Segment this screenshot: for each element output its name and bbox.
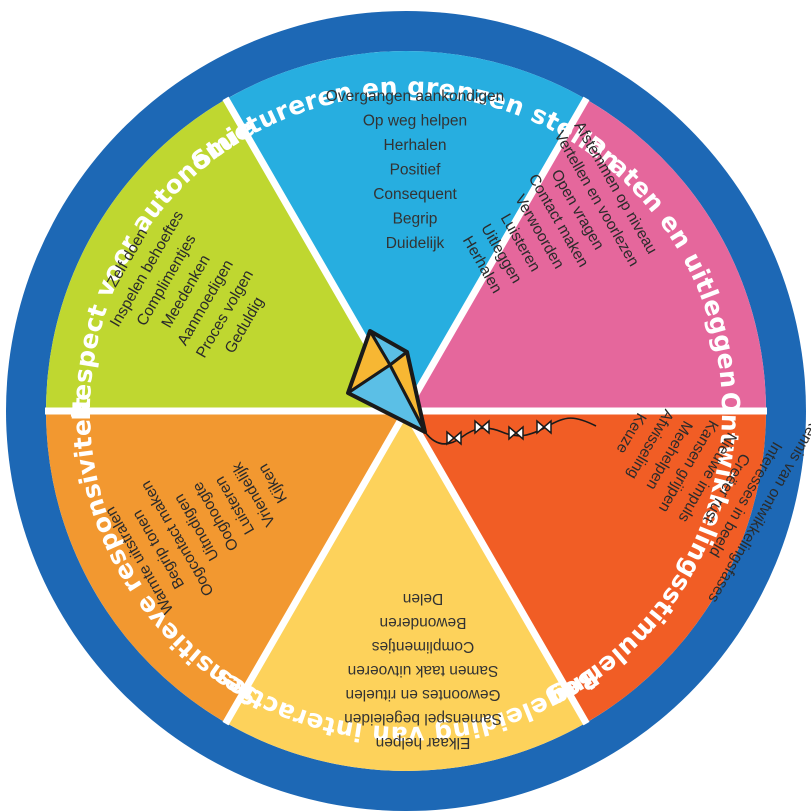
segment-development: [406, 411, 766, 723]
item-text: Positief: [390, 162, 442, 179]
item-text: Duidelijk: [386, 235, 445, 252]
item-text: Gewoontes en rituelen: [345, 686, 500, 703]
item-text: Begrip: [393, 211, 438, 228]
item-text: Complimentjes: [372, 638, 475, 655]
item-text: Op weg helpen: [363, 113, 467, 130]
segment-interactions: [226, 411, 586, 771]
segment-sensitivity: [46, 411, 406, 723]
segment-divider: [402, 96, 590, 413]
item-text: Delen: [403, 590, 444, 607]
segment-divider: [222, 409, 410, 726]
item-text: Herhalen: [384, 137, 447, 154]
segment-structure: [226, 50, 586, 411]
segment-wedges: [46, 50, 766, 771]
kite-tail-bows: [446, 419, 552, 446]
item-text: Bewonderen: [379, 614, 466, 631]
segment-divider: [402, 409, 590, 726]
segment-talking: [406, 99, 766, 411]
item-text: Overgangen aankondigen: [326, 88, 504, 105]
kite-icon: [346, 329, 597, 446]
item-list-interactions: Elkaar helpen Samenspel begeleiden Gewoont…: [344, 590, 502, 751]
item-text: Samen taak uitvoeren: [348, 662, 499, 679]
segment-autonomy: [46, 99, 406, 411]
kite-tail: [424, 417, 597, 445]
item-list-structure: Overgangen aankondigen Op weg helpenHerha…: [326, 88, 504, 252]
item-text: Elkaar helpen: [376, 734, 471, 751]
item-text: Samenspel begeleiden: [344, 710, 502, 727]
item-text: Consequent: [373, 186, 457, 203]
